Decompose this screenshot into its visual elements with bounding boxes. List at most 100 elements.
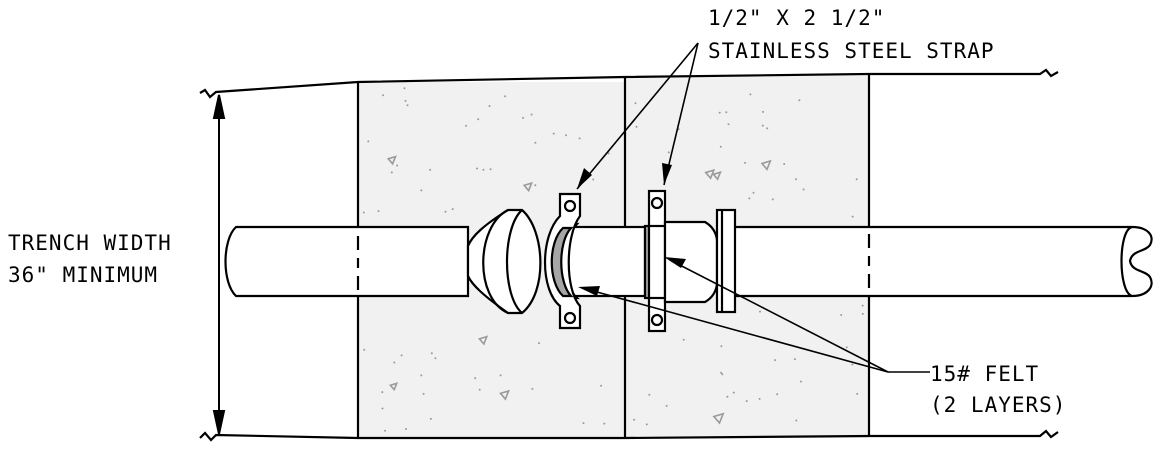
aggregate-dot [759,310,761,313]
aggregate-dot [851,215,854,218]
dimension-arrow-bottom [212,410,226,435]
dimension-arrow-top [212,94,226,119]
aggregate-dot [362,211,365,214]
aggregate-dot [732,391,735,394]
felt-leader-to-right [669,259,889,373]
aggregate-dot [855,178,858,181]
aggregate-dot [634,102,637,105]
aggregate-dot [406,104,409,107]
aggregate-dot [552,132,555,135]
aggregate-stone [388,382,399,392]
aggregate-dot [396,164,399,167]
aggregate-dot [465,124,468,127]
aggregate-dot [603,422,606,425]
aggregate-stone [712,170,722,181]
pipe-bell-coupling [466,208,542,315]
aggregate-dot [582,422,585,425]
aggregate-dot [725,111,728,114]
felt-leader-to-left [585,288,889,373]
leader-arrowheads [577,163,686,296]
aggregate-dot [429,417,432,420]
leader-lines [576,42,930,373]
aggregate-dot [488,105,491,107]
aggregate-dot [793,358,796,361]
aggregate-dot [381,407,384,410]
aggregate-dot [648,393,651,396]
trench-width-dimension [212,94,226,435]
aggregate-dot [761,124,764,127]
aggregate-dot [774,359,777,362]
aggregate-dot [762,110,765,113]
aggregate-dot [667,151,670,154]
aggregate-dot [682,338,685,341]
aggregate-dot [749,93,752,96]
strap-bolt-bottom-right [650,313,664,327]
aggregate-dot [382,94,385,97]
pipe-centerline-dashes [356,234,871,290]
felt-label: 15# FELT [930,362,1039,386]
aggregate-dot [476,167,478,170]
strap-bolt-bottom-left [563,311,577,325]
aggregate-dot [798,99,801,102]
aggregate-dot [530,113,533,116]
felt-arrow-left [578,286,600,296]
aggregate-dot [430,352,433,355]
aggregate-dot [745,400,748,403]
aggregate-stone [760,159,772,171]
aggregate-dot [861,304,864,307]
flange-ring [715,208,737,314]
aggregate-dot [851,363,854,366]
strap-arrow-left [577,168,592,189]
aggregate-dot [600,384,603,387]
strap-leader-left [576,42,699,190]
aggregate-dot [390,171,393,174]
annotations: 1/2" X 2 1/2" STAINLESS STEEL STRAP TREN… [8,6,1065,417]
strap-size-label: 1/2" X 2 1/2" [708,6,885,30]
aggregate-dot [783,163,786,165]
aggregate-dot [451,208,454,211]
aggregate-dot [482,168,485,171]
aggregate-dot [534,141,537,144]
stainless-strap-left [544,192,582,330]
aggregate-dot [474,377,477,380]
aggregate-dot [422,392,425,395]
aggregate-dot [405,428,407,430]
aggregate-dot [856,392,859,395]
aggregate-dot [367,140,370,143]
aggregate-dot [499,374,502,377]
aggregate-dot [377,210,380,213]
strap-bolt-top-right [650,196,664,210]
aggregate-dot [400,354,403,357]
aggregate-dot [531,387,534,390]
aggregate-dot [771,198,774,201]
aggregate-dot [404,99,407,102]
aggregate-stone [712,412,725,425]
aggregate-dot [720,345,723,348]
felt-arrow-right [664,257,686,268]
aggregate-dot [363,348,366,351]
aggregate-dot [748,197,751,200]
aggregate-dot [726,395,729,398]
concrete-aggregate-speckles [362,87,864,432]
trench-width-label: TRENCH WIDTH [8,231,172,255]
aggregate-dot [522,116,524,119]
aggregate-dot [565,134,567,137]
aggregate-stone [478,335,489,346]
aggregate-dot [633,418,636,421]
aggregate-dot [845,346,848,349]
aggregate-dot [478,388,481,391]
aggregate-dot [799,380,802,383]
aggregate-dot [477,118,480,121]
aggregate-dot [403,87,406,90]
aggregate-dot [592,178,595,181]
aggregate-dot [795,178,797,181]
aggregate-stone [499,389,510,401]
aggregate-dot [665,404,668,407]
aggregate-dot [840,314,843,316]
strap-bolt-top-left [563,199,577,213]
pipe [224,225,1153,298]
aggregate-dot [795,419,798,422]
aggregate-dot [758,397,761,400]
aggregate-stone [704,168,716,180]
